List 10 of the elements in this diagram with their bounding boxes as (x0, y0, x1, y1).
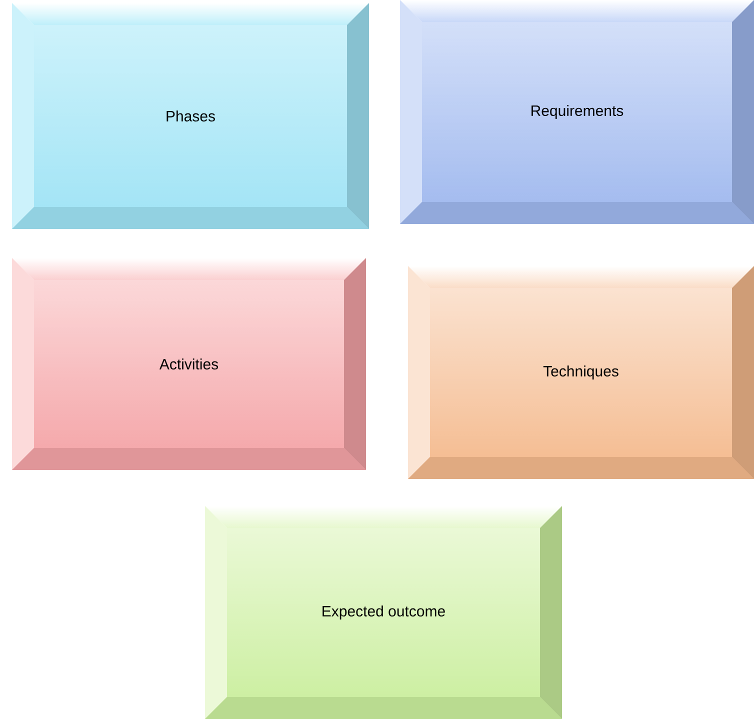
node-label: Requirements (532, 105, 624, 119)
bevel-box: Requirements (400, 0, 754, 224)
bevel-box: Activities (12, 258, 366, 470)
node-label: Activities (159, 358, 218, 370)
node-label: Phases (166, 110, 215, 122)
node-label: Techniques (543, 366, 618, 380)
bevel-box: Expected outcome (205, 506, 562, 719)
node-label: Expected outcome (322, 606, 445, 620)
bevel-box: Techniques (408, 266, 754, 479)
bevel-box: Phases (12, 3, 369, 229)
